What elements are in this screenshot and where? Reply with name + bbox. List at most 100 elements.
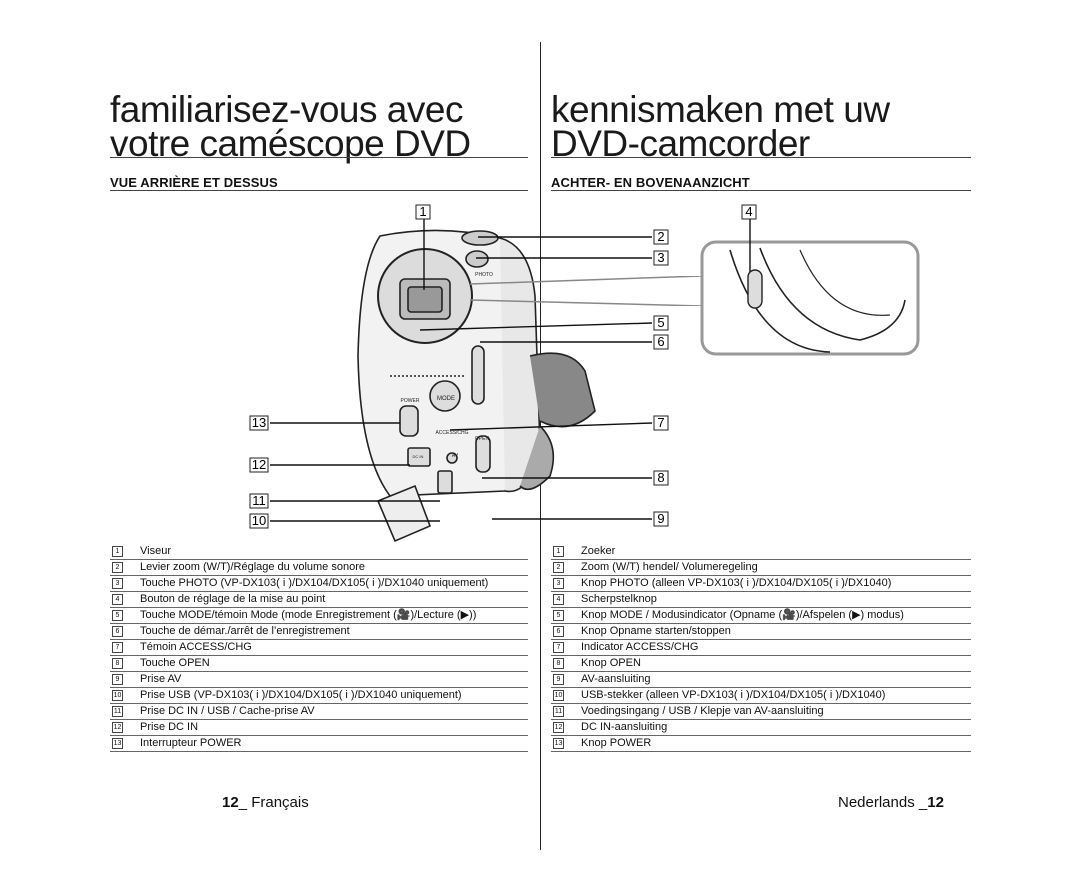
right-page-number: 12 [927, 794, 944, 811]
callout-box [249, 513, 269, 529]
legend-row: 8 Touche OPEN [110, 656, 528, 672]
legend-number: 4 [112, 594, 123, 605]
legend-row: 2 Zoom (W/T) hendel/ Volumeregeling [551, 560, 971, 576]
callout-number: 12 [252, 457, 266, 472]
right-legend: 1 Zoeker 2 Zoom (W/T) hendel/ Volumeregelin… [551, 544, 971, 752]
callout-number: 9 [657, 511, 664, 526]
callout-number: 1 [419, 204, 426, 219]
legend-text: Knop MODE / Modusindicator (Opname (🎥)/A… [581, 609, 904, 621]
legend-text: Scherpstelknop [581, 593, 657, 605]
callout-box [249, 415, 269, 431]
callout-box [653, 229, 669, 245]
legend-number: 13 [553, 738, 564, 749]
left-column: familiarisez-vous avec votre caméscope D… [110, 0, 528, 886]
legend-number: 2 [553, 562, 564, 573]
left-section-heading: VUE ARRIÈRE ET DESSUS [110, 175, 278, 190]
legend-text: DC IN-aansluiting [581, 721, 668, 733]
callout-number: 2 [657, 229, 664, 244]
legend-number: 8 [553, 658, 564, 669]
legend-number: 13 [112, 738, 123, 749]
legend-number: 11 [553, 706, 564, 717]
left-legend: 1 Viseur 2 Levier zoom (W/T)/Réglage du vol… [110, 544, 528, 752]
legend-number: 8 [112, 658, 123, 669]
callout-number: 6 [657, 334, 664, 349]
callout-box [415, 204, 431, 220]
callout-box [653, 470, 669, 486]
legend-text: Témoin ACCESS/CHG [140, 641, 252, 653]
legend-number: 6 [553, 626, 564, 637]
legend-number: 9 [553, 674, 564, 685]
callout-box [653, 511, 669, 527]
left-title-line1: familiarisez-vous avec [110, 89, 463, 130]
callout-leader-line [449, 422, 653, 431]
diagram-label-power: POWER [401, 398, 420, 404]
right-section-heading: ACHTER- EN BOVENAANZICHT [551, 175, 750, 190]
callout-leader-line [419, 322, 653, 331]
legend-text: Prise USB (VP-DX103( i )/DX104/DX105( i … [140, 689, 462, 701]
legend-text: Viseur [140, 545, 171, 557]
legend-text: Touche OPEN [140, 657, 210, 669]
diagram-label-mode: MODE [437, 396, 455, 402]
diagram-label-av: AV [452, 453, 459, 459]
legend-number: 6 [112, 626, 123, 637]
legend-text: Zoom (W/T) hendel/ Volumeregeling [581, 561, 758, 573]
focus-ring-inset [700, 240, 920, 356]
legend-text: Prise AV [140, 673, 182, 685]
legend-number: 7 [112, 642, 123, 653]
inset-connector [470, 276, 703, 306]
legend-number: 3 [553, 578, 564, 589]
left-title-rule [110, 157, 528, 158]
legend-number: 12 [112, 722, 123, 733]
callout-number: 10 [252, 513, 266, 528]
callout-box [653, 415, 669, 431]
right-title-line2: DVD-camcorder [551, 123, 810, 164]
legend-row: 13 Knop POWER [551, 736, 971, 752]
callout-number: 7 [657, 415, 664, 430]
left-footer-language: _ Français [238, 794, 309, 811]
callout-box [249, 493, 269, 509]
callout-number: 11 [252, 493, 266, 508]
legend-text: Levier zoom (W/T)/Réglage du volume sono… [140, 561, 365, 573]
legend-text: Bouton de réglage de la mise au point [140, 593, 326, 605]
right-footer-language: Nederlands _ [838, 794, 928, 811]
legend-number: 7 [553, 642, 564, 653]
legend-text: Prise DC IN / USB / Cache-prise AV [140, 705, 315, 717]
callout-number: 5 [657, 315, 664, 330]
legend-text: Zoeker [581, 545, 616, 557]
left-title: familiarisez-vous avec votre caméscope D… [110, 89, 528, 164]
legend-text: AV-aansluiting [581, 673, 651, 685]
legend-number: 1 [553, 546, 564, 557]
legend-text: Prise DC IN [140, 721, 199, 733]
left-title-line2: votre caméscope DVD [110, 123, 471, 164]
legend-row: 1 Zoeker [551, 544, 971, 560]
legend-row: 1 Viseur [110, 544, 528, 560]
callout-box [653, 250, 669, 266]
diagram-label-open: OPEN [475, 436, 490, 442]
legend-row: 11 Prise DC IN / USB / Cache-prise AV [110, 704, 528, 720]
legend-number: 5 [112, 610, 123, 621]
legend-text: Touche PHOTO (VP-DX103( i )/DX104/DX105(… [140, 577, 489, 589]
legend-number: 11 [112, 706, 123, 717]
legend-number: 1 [112, 546, 123, 557]
legend-text: Knop POWER [581, 737, 652, 749]
callout-box [653, 334, 669, 350]
right-title-line1: kennismaken met uw [551, 89, 890, 130]
right-title: kennismaken met uw DVD-camcorder [551, 89, 971, 164]
callout-box [653, 315, 669, 331]
legend-text: Indicator ACCESS/CHG [581, 641, 699, 653]
legend-number: 10 [112, 690, 123, 701]
legend-number: 2 [112, 562, 123, 573]
left-footer: 12_ Français [222, 794, 309, 811]
callout-number: 8 [657, 470, 664, 485]
